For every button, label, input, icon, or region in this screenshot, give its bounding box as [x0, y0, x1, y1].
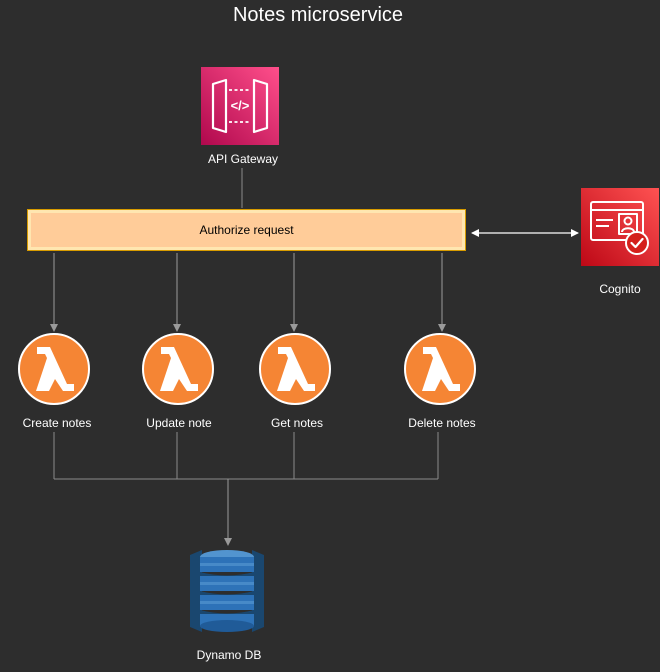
api-gateway-label: API Gateway [207, 152, 279, 166]
authorize-request-box: Authorize request [27, 209, 466, 251]
diagram-title: Notes microservice [232, 4, 404, 26]
lambda-delete-label: Delete notes [408, 416, 476, 430]
lambda-icon [17, 332, 91, 406]
lambda-icon [258, 332, 332, 406]
lambda-create-label: Create notes [22, 416, 92, 430]
authorize-request-label: Authorize request [199, 223, 294, 237]
dynamodb-icon [188, 547, 266, 635]
dynamodb-label: Dynamo DB [196, 648, 262, 662]
api-gateway-icon: </> [201, 67, 279, 145]
cognito-icon [581, 188, 659, 266]
cognito-label: Cognito [599, 282, 641, 296]
svg-text:</>: </> [231, 98, 250, 113]
lambda-icon [141, 332, 215, 406]
lambda-icon [403, 332, 477, 406]
lambda-get-label: Get notes [270, 416, 324, 430]
lambda-update-label: Update note [146, 416, 212, 430]
